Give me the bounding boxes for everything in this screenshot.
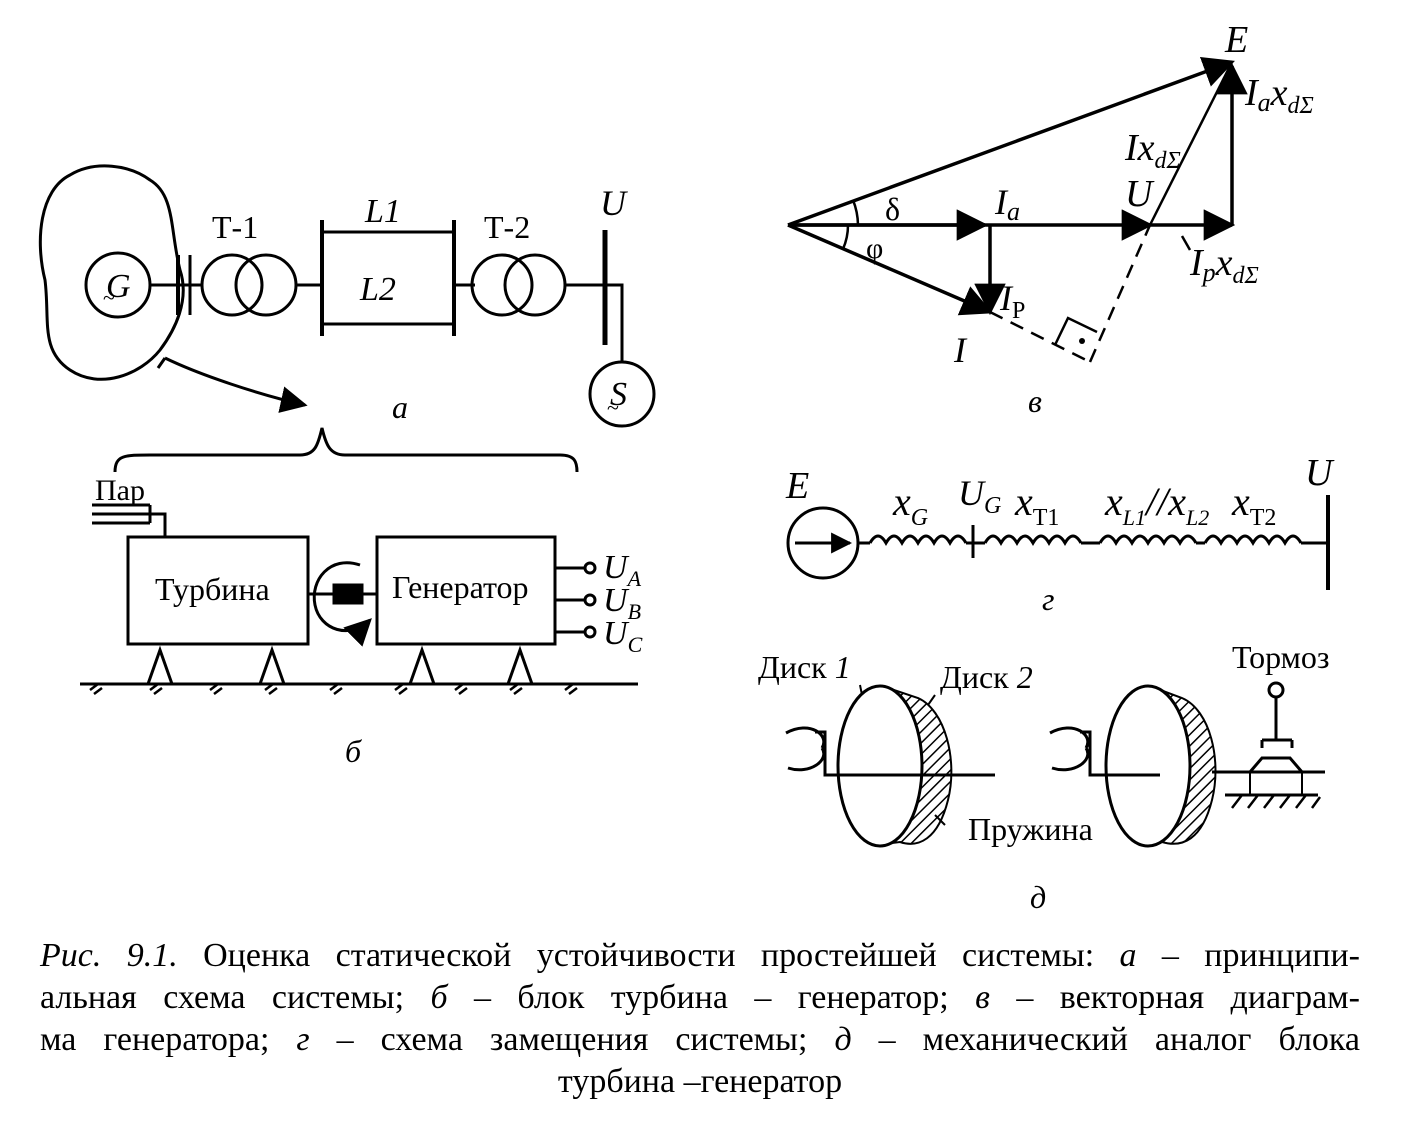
e-label: E (1224, 19, 1248, 61)
generator-box (375, 535, 557, 646)
brake-shoe (1248, 756, 1304, 773)
panel-v (787, 56, 1248, 364)
caption-line-4: турбина –генератор (557, 1063, 843, 1100)
l1-label: L1 (364, 193, 401, 230)
system-symbol (588, 360, 656, 428)
ipxd-label: IpxdΣ (1189, 242, 1259, 289)
coil-xt1 (983, 534, 1083, 547)
zoom-arrow-tail (156, 357, 167, 369)
caption-line-1: Рис. 9.1. Оценка статической устойчивост… (40, 937, 1360, 974)
t2-label: Т-2 (484, 209, 530, 245)
phase-c-label: UC (603, 615, 643, 657)
transformer-t1-coil-2 (234, 253, 298, 317)
system-label: S (610, 376, 627, 413)
generator-area-outline (38, 164, 185, 381)
rotation-arrow (312, 561, 372, 647)
transformer-t1-coil-1 (200, 253, 264, 317)
spring-label: Пружина (968, 811, 1093, 847)
coil-xl (1098, 534, 1198, 547)
steam-pipe (92, 503, 152, 525)
right-angle-mark (1053, 316, 1098, 346)
xl-label: xL1//xL2 (1104, 479, 1209, 530)
emf-e-label: E (785, 465, 809, 507)
bus-u-g-label: U (1305, 452, 1335, 494)
ip-label: IР (999, 278, 1025, 324)
figure-canvas: G ~ Т-1 L1 L2 Т-2 U S ~ а Пар Турби (38, 19, 1335, 915)
steam-label: Пар (95, 474, 145, 507)
panel-g-labels: E xG UG xТ1 xL1//xL2 xТ2 U г (785, 452, 1335, 617)
i-label: I (953, 330, 968, 370)
panel-a (38, 164, 656, 428)
caption-line-2: альная схема системы; б – блок турбина –… (40, 979, 1360, 1016)
svg-text:~: ~ (607, 395, 619, 420)
crank-left (785, 726, 826, 772)
turbine-label: Турбина (155, 571, 270, 607)
disk1-left (836, 684, 924, 848)
panel-d-labels: Диск 1 Диск 2 Пружина Тормоз д (758, 639, 1330, 915)
panel-v-tag: в (1028, 383, 1042, 419)
l2-label: L2 (359, 271, 396, 308)
panel-b (80, 427, 638, 695)
coil-xt2 (1203, 534, 1303, 547)
xt2-label: xТ2 (1231, 479, 1276, 531)
iaxd-label: IaxdΣ (1244, 72, 1314, 119)
vector-i (787, 223, 993, 316)
delta-label: δ (885, 191, 900, 227)
panel-a-labels: G ~ Т-1 L1 L2 Т-2 U S ~ а (103, 183, 628, 425)
phi-label: φ (866, 232, 883, 265)
ixd-label: IxdΣ (1124, 127, 1181, 174)
bus-u-label: U (600, 183, 628, 223)
xt1-label: xТ1 (1014, 479, 1059, 531)
turbine-box (126, 535, 310, 646)
disk1-label: Диск 1 (758, 649, 851, 685)
brake-knob (1267, 681, 1285, 699)
transformer-t2-coil-2 (503, 253, 567, 317)
xg-label: xG (892, 479, 928, 531)
dashed-perp (989, 310, 1091, 364)
crank-right (1049, 726, 1090, 772)
panel-a-tag: а (392, 389, 408, 425)
t1-label: Т-1 (212, 209, 258, 245)
brake-label: Тормоз (1232, 639, 1330, 675)
delta-arc (851, 199, 860, 226)
coupling (332, 583, 364, 605)
disk2-label: Диск 2 (940, 659, 1033, 695)
dashed-ixd (1088, 224, 1152, 363)
vector-ixd-solid (1148, 61, 1234, 226)
zoom-arrow (164, 356, 308, 413)
figure-caption: Рис. 9.1. Оценка статической устойчивост… (40, 935, 1360, 1103)
disk1-right (1104, 684, 1192, 848)
gen-label: G (106, 268, 131, 305)
caption-line-3: ма генератора; г – схема замещения систе… (40, 1021, 1361, 1058)
phase-b-label: UB (603, 582, 641, 624)
u-label: U (1125, 173, 1155, 215)
svg-text:~: ~ (103, 285, 115, 310)
panel-v-labels: E δ φ Ia U IР I IxdΣ IaxdΣ IpxdΣ в (866, 19, 1314, 419)
vector-e (787, 56, 1235, 227)
panel-b-tag: б (345, 733, 362, 769)
phase-a-label: UA (603, 549, 642, 591)
panel-d-tag: д (1030, 879, 1046, 915)
phi-arc (841, 224, 850, 250)
ia-label: Ia (994, 182, 1020, 226)
panel-g-tag: г (1042, 581, 1054, 617)
generator-label: Генератор (392, 569, 529, 605)
curly-brace (113, 427, 579, 473)
transformer-t2-coil-1 (470, 253, 534, 317)
panel-g (786, 495, 1330, 590)
coil-xg (868, 534, 968, 547)
panel-d (785, 681, 1325, 848)
panel-b-labels: Пар Турбина Генератор UA UB UC б (95, 474, 643, 769)
ug-label: UG (958, 473, 1001, 519)
